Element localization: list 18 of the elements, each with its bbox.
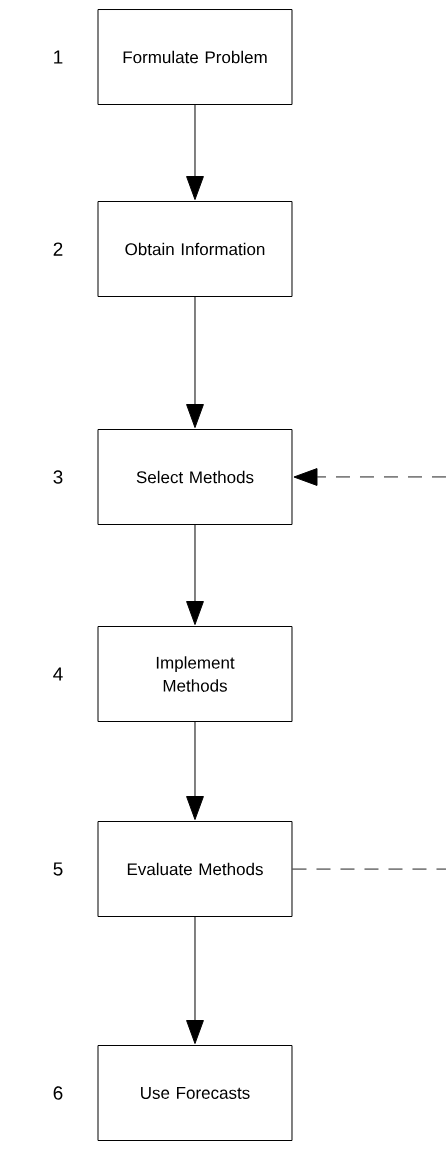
step-number: 1 xyxy=(54,50,63,64)
step-number: 5 xyxy=(53,862,63,876)
process-box: Select Methods xyxy=(97,429,293,525)
arrow xyxy=(186,104,204,201)
process-box: Use Forecasts xyxy=(97,1045,293,1141)
step-number: 6 xyxy=(53,1086,63,1100)
process-box: Obtain Information xyxy=(97,201,293,297)
process-box: Implement Methods xyxy=(97,626,293,722)
process-box: Evaluate Methods xyxy=(97,821,293,917)
arrow xyxy=(186,524,204,626)
process-box: Formulate Problem xyxy=(97,9,293,105)
arrow xyxy=(186,296,204,429)
arrow xyxy=(293,468,446,486)
arrow xyxy=(186,916,204,1045)
arrow xyxy=(186,721,204,821)
step-number: 3 xyxy=(53,470,63,484)
step-number: 4 xyxy=(53,667,63,681)
step-number: 2 xyxy=(53,242,63,256)
